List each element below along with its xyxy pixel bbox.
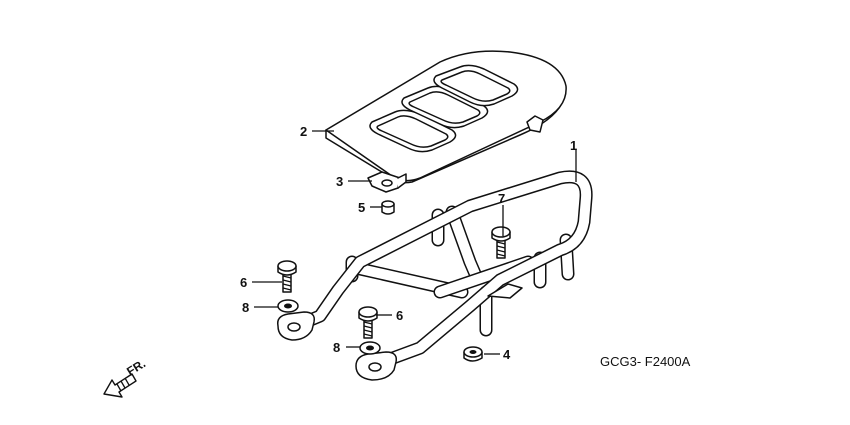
nut: [463, 346, 483, 362]
direction-arrow-icon: [103, 373, 137, 398]
leader-lines: [252, 130, 577, 355]
callout-bolt-left: 6: [240, 275, 247, 290]
bracket: [367, 171, 407, 193]
callout-frame: 1: [570, 138, 577, 153]
callout-nut: 4: [503, 347, 511, 362]
washer-center: [359, 341, 381, 355]
bolt-left: [277, 260, 297, 293]
direction-label: FR.: [124, 356, 148, 378]
screw: [381, 200, 395, 215]
callout-bolt-right: 7: [498, 191, 505, 206]
bolt-center: [358, 306, 378, 339]
callout-washer-center: 8: [333, 340, 340, 355]
frame: [276, 170, 593, 381]
callout-bolt-center: 6: [396, 308, 403, 323]
carrier-plate: [325, 50, 567, 184]
callout-bracket: 3: [336, 174, 343, 189]
washer-left: [277, 299, 299, 313]
callout-carrier-plate: 2: [300, 124, 307, 139]
callout-screw: 5: [358, 200, 365, 215]
bolt-right: [491, 226, 511, 259]
callout-washer-left: 8: [242, 300, 249, 315]
figure-code: GCG3- F2400A: [600, 354, 691, 369]
